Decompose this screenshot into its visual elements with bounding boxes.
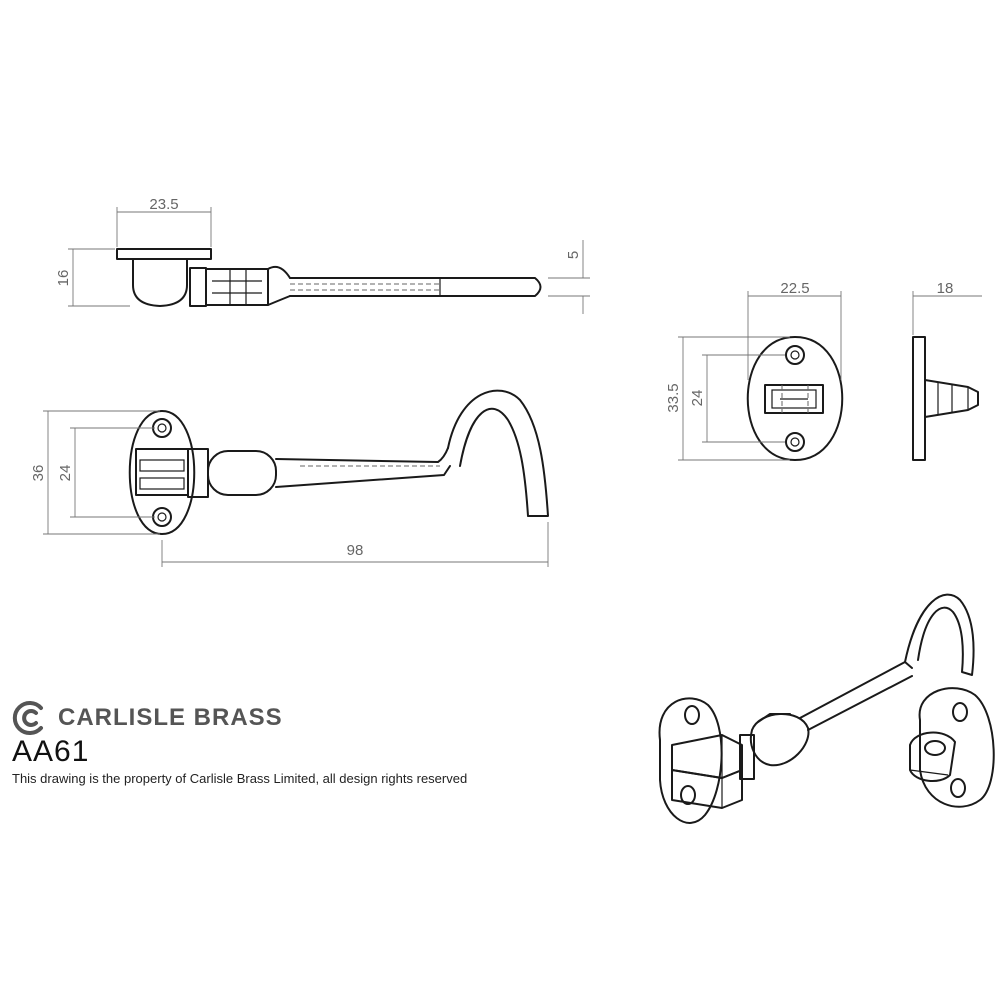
dim-eye-plate-height: 33.5	[665, 383, 682, 412]
dim-eye-hole-centers: 24	[689, 390, 706, 407]
eye-side-dimensions: 18	[912, 280, 982, 335]
product-code: AA61	[12, 735, 90, 768]
eye-front-dimensions: 22.5 33.5 24	[665, 280, 842, 461]
dim-plate-height-top: 16	[55, 270, 72, 287]
eye-side-view	[912, 336, 979, 461]
brand-header: CARLISLE BRASS	[12, 700, 283, 736]
hook-top-view	[116, 248, 542, 307]
carlisle-brass-logo-icon	[12, 701, 43, 735]
dim-overall-length: 98	[347, 542, 364, 559]
front-view-dimensions: 36 24 98	[30, 410, 549, 567]
dim-plate-height-front: 36	[30, 465, 47, 482]
dim-hole-centers-front: 24	[57, 465, 74, 482]
dim-eye-plate-width: 22.5	[780, 280, 809, 297]
hook-front-view	[128, 389, 549, 535]
eye-front-view	[746, 336, 844, 461]
isometric-view	[658, 593, 995, 824]
copyright-notice: This drawing is the property of Carlisle…	[12, 771, 468, 786]
top-view-dimensions: 23.5 16 5	[55, 196, 590, 314]
dim-eye-depth: 18	[937, 280, 954, 297]
brand-name: CARLISLE BRASS	[58, 704, 283, 731]
dim-rod-diameter: 5	[565, 251, 582, 259]
dim-plate-width-top: 23.5	[149, 196, 178, 213]
